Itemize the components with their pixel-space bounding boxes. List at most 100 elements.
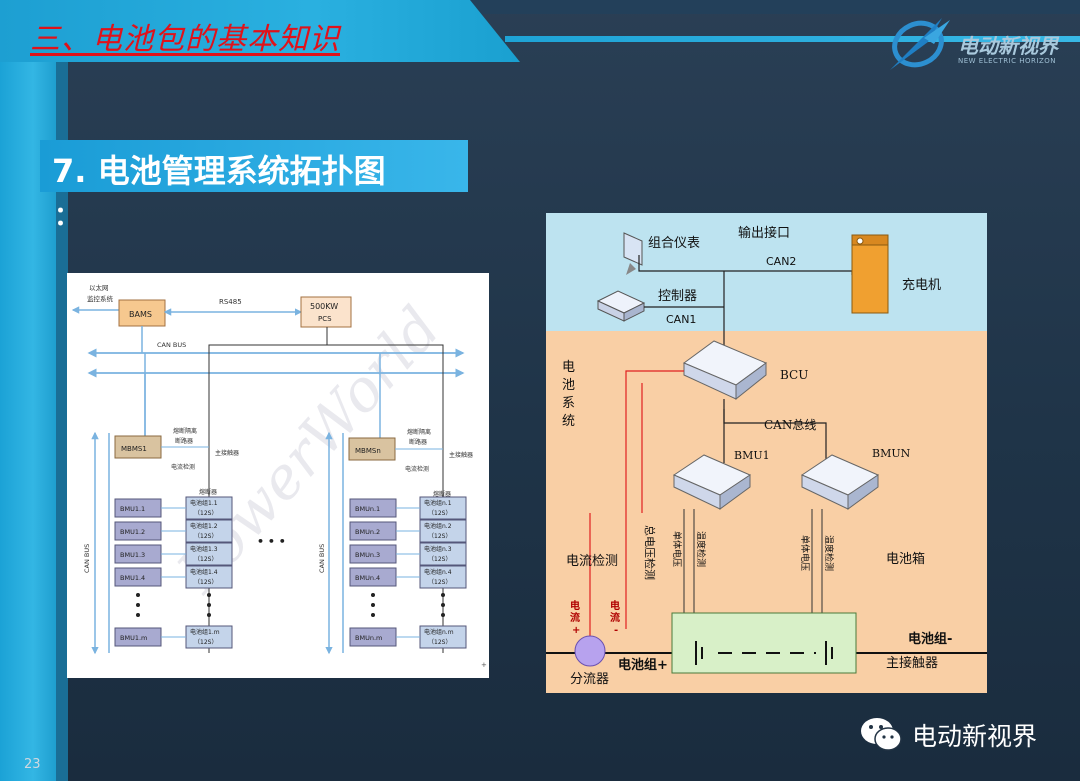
bms-topology-left-diagram: PowerWorld 以太网 监控系统 BAMS RS485 500KW PCS… [67, 273, 489, 678]
battery-system-char: 系 [562, 396, 575, 411]
rs485-label: RS485 [219, 298, 242, 306]
ellipsis-dot [371, 603, 375, 607]
can-bus-label: CAN总线 [764, 418, 816, 432]
main-contactor-label-1: 主接触器 [215, 449, 239, 457]
instrument-label: 组合仪表 [648, 236, 700, 251]
battery-pack-label: 电池组n.4 [424, 568, 452, 576]
brand-logo-icon [890, 18, 950, 70]
ethernet-label: 以太网 [89, 283, 109, 292]
svg-text:+: + [481, 661, 487, 669]
battery-cells-box [671, 612, 857, 674]
bmu-label: BMUn.m [355, 634, 382, 642]
pcs-label-2: PCS [318, 315, 332, 323]
can-bus-vertical-n: CAN BUS [318, 544, 326, 573]
header-band [0, 0, 520, 62]
bams-label: BAMS [129, 310, 152, 319]
battery-pack-cells: （12S） [428, 510, 451, 517]
current-detect-label: 电流检测 [566, 554, 618, 569]
bmu1-label: BMU1 [734, 449, 770, 462]
bmu-label: BMU1.4 [120, 574, 145, 582]
ellipsis-dot [207, 613, 211, 617]
pcs-box [300, 296, 352, 328]
can-bus-label: CAN BUS [157, 341, 186, 349]
subtitle-colon: ： [54, 202, 81, 232]
bams-box [118, 299, 166, 327]
bcu-label: BCU [780, 368, 808, 382]
ellipsis-dot [371, 593, 375, 597]
slide-subtitle: 7. 电池管理系统拓扑图 [52, 152, 386, 190]
bmu-label: BMU1.m [120, 634, 147, 642]
fuse-iso-label-na: 熔断隔离 [407, 428, 431, 436]
bmu-label: BMUn.3 [355, 551, 380, 559]
can1-label: CAN1 [666, 313, 696, 326]
temperature-label-n: 温度检测 [823, 535, 835, 571]
brand-name: 电动新视界 [958, 34, 1058, 58]
ellipsis-dot [371, 613, 375, 617]
controller-icon [596, 290, 646, 322]
battery-pack-label: 电池组1.3 [190, 545, 218, 553]
bmu-label: BMUn.1 [355, 505, 380, 513]
bmu-column-n: BMUn.1电池组n.1（12S）BMUn.2电池组n.2（12S）BMUn.3… [349, 496, 467, 649]
battery-box-label: 电池箱 [886, 551, 925, 567]
fuse-iso-label-1b: 断路器 [175, 437, 193, 445]
subtitle-bar [40, 140, 468, 192]
battery-system-char: 电 [562, 360, 575, 375]
ellipsis-dot [136, 613, 140, 617]
current-plus-2: 流 [570, 611, 580, 624]
current-detect-label-n: 电流检测 [405, 465, 429, 473]
battery-pack-label: 电池组n.2 [424, 522, 452, 530]
current-minus-2: 流 [610, 611, 620, 624]
fuse-label-n: 熔断器 [433, 490, 451, 498]
battery-pack-label: 电池组n.m [424, 628, 454, 636]
current-minus-1: 电 [610, 599, 620, 612]
battery-pack-cells: （12S） [194, 639, 217, 646]
battery-pack-label: 电池组1.1 [190, 499, 218, 507]
battery-cell-icon-1 [695, 641, 703, 665]
section-title: 三、电池包的基本知识 [30, 22, 340, 57]
battery-pack-label: 电池组n.1 [424, 499, 452, 507]
monitor-label: 监控系统 [87, 294, 114, 303]
can2-label: CAN2 [766, 255, 796, 268]
output-port-label: 输出接口 [738, 225, 790, 241]
can-bus-vertical-1: CAN BUS [83, 544, 91, 573]
cell-voltage-label-n: 单体电压 [799, 535, 811, 571]
bmun-device-icon [800, 454, 880, 510]
ellipsis-dot [136, 603, 140, 607]
bmu-column-1: BMU1.1电池组1.1（12S）BMU1.2电池组1.2（12S）BMU1.3… [114, 496, 233, 649]
header-dark-strip [470, 0, 1080, 14]
battery-system-char: 统 [562, 414, 575, 429]
bmu-label: BMU1.1 [120, 505, 145, 513]
main-contactor-label-n: 主接触器 [449, 451, 473, 459]
pack-minus-label: 电池组- [908, 631, 952, 647]
battery-pack-cells: （12S） [194, 579, 217, 586]
fuse-iso-label-1a: 熔断隔离 [173, 427, 197, 435]
cell-voltage-label-1: 单体电压 [671, 531, 683, 567]
temperature-label-1: 温度检测 [695, 531, 707, 567]
header-accent-line [505, 36, 1080, 42]
controller-label: 控制器 [658, 289, 697, 304]
pack-plus-label: 电池组+ [618, 657, 668, 673]
shunt-label: 分流器 [570, 672, 609, 687]
wechat-icon [861, 718, 902, 751]
fuse-label-1: 熔断器 [199, 488, 217, 496]
current-plus-1: 电 [570, 599, 580, 612]
ellipsis-dot [136, 593, 140, 597]
mbms1-label: MBMS1 [121, 445, 147, 453]
total-voltage-label: 总电压检测 [643, 525, 657, 580]
pcs-label-1: 500KW [310, 302, 338, 311]
wechat-account-label: 电动新视界 [912, 722, 1038, 751]
battery-pack-cells: （12S） [194, 510, 217, 517]
battery-pack-label: 电池组1.4 [190, 568, 218, 576]
main-contactor-label: 主接触器 [886, 655, 938, 671]
ellipsis-dot [441, 603, 445, 607]
battery-pack-cells: （12S） [428, 556, 451, 563]
battery-system-char: 池 [562, 378, 575, 393]
fuse-iso-label-nb: 断路器 [409, 438, 427, 446]
ellipsis-dot [441, 593, 445, 597]
battery-cell-icon-2 [825, 641, 833, 665]
mbmsn-label: MBMSn [355, 447, 381, 455]
ellipsis-dot [207, 603, 211, 607]
battery-pack-cells: （12S） [194, 556, 217, 563]
bmu-label: BMU1.2 [120, 528, 145, 536]
